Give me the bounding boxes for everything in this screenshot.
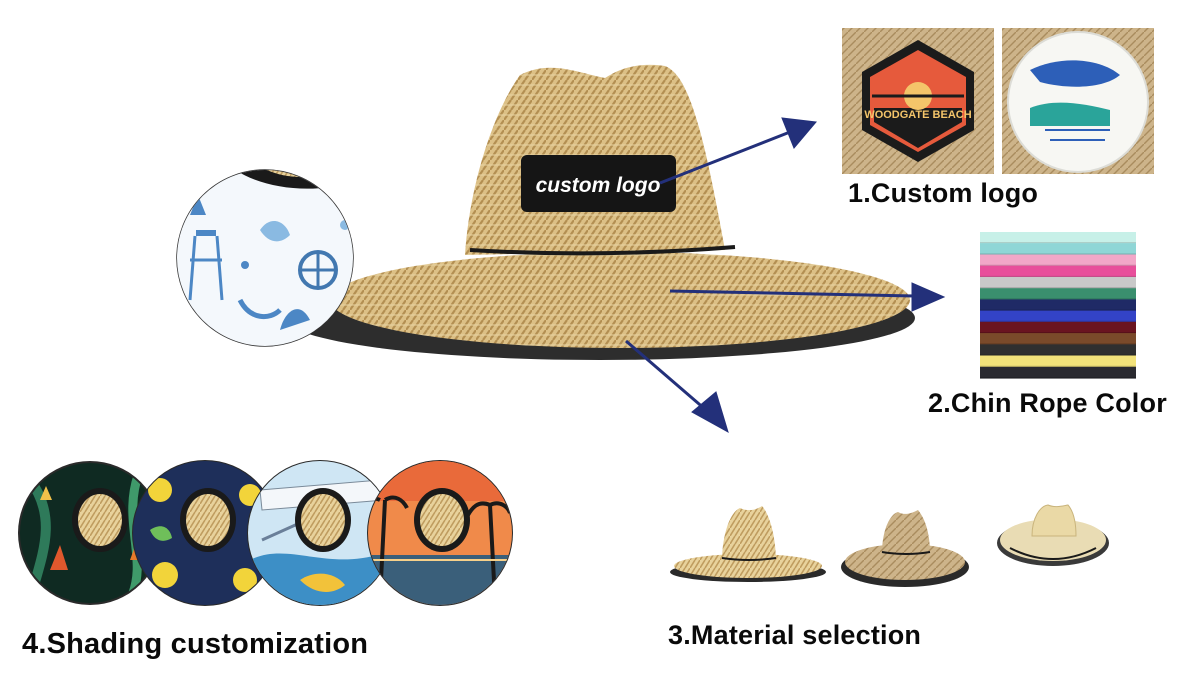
material-hat-1 bbox=[670, 506, 826, 582]
arrow-to-material-head bbox=[691, 391, 729, 434]
rope-swatch bbox=[980, 344, 1136, 357]
hero-hat: custom logo bbox=[285, 64, 915, 360]
arrow-to-rope bbox=[669, 289, 916, 298]
caption-shading-customization: 4.Shading customization bbox=[22, 628, 369, 660]
material-hat-2 bbox=[841, 510, 969, 587]
rope-swatch bbox=[980, 299, 1136, 312]
arrow-to-rope-head bbox=[911, 282, 946, 312]
rope-swatch bbox=[980, 321, 1136, 334]
rope-swatches bbox=[980, 232, 1136, 379]
shading-sample-marine bbox=[247, 460, 393, 606]
arrows bbox=[625, 117, 946, 434]
rope-swatch bbox=[980, 254, 1136, 267]
rope-swatch bbox=[980, 333, 1136, 345]
rope-swatch bbox=[980, 310, 1136, 323]
caption-custom-logo: 1.Custom logo bbox=[848, 178, 1039, 208]
patch-text: custom logo bbox=[536, 174, 661, 197]
material-hat-3 bbox=[997, 504, 1109, 566]
rope-swatch bbox=[980, 265, 1136, 278]
logo-sample-round bbox=[1002, 28, 1154, 174]
arrow-to-logo bbox=[659, 130, 791, 185]
shading-sample-tropical bbox=[18, 461, 162, 605]
rope-swatch bbox=[980, 232, 1136, 244]
logo-sample-patch: WOODGATE BEACH bbox=[842, 28, 994, 174]
arrow-to-material bbox=[625, 339, 707, 412]
rope-swatch bbox=[980, 243, 1136, 255]
rope-swatch bbox=[980, 276, 1136, 289]
caption-chin-rope-color: 2.Chin Rope Color bbox=[928, 388, 1167, 418]
arrow-to-logo-head bbox=[781, 117, 817, 149]
rope-swatch bbox=[980, 355, 1136, 368]
shading-sample-sunset bbox=[367, 460, 513, 606]
logo-sample-text: WOODGATE BEACH bbox=[864, 109, 971, 121]
logo-patch bbox=[521, 155, 676, 212]
rope-swatch bbox=[980, 288, 1136, 300]
rope-swatch bbox=[980, 366, 1136, 379]
hat-brim bbox=[330, 252, 910, 348]
caption-material-selection: 3.Material selection bbox=[668, 620, 922, 650]
hat-band bbox=[469, 245, 736, 256]
